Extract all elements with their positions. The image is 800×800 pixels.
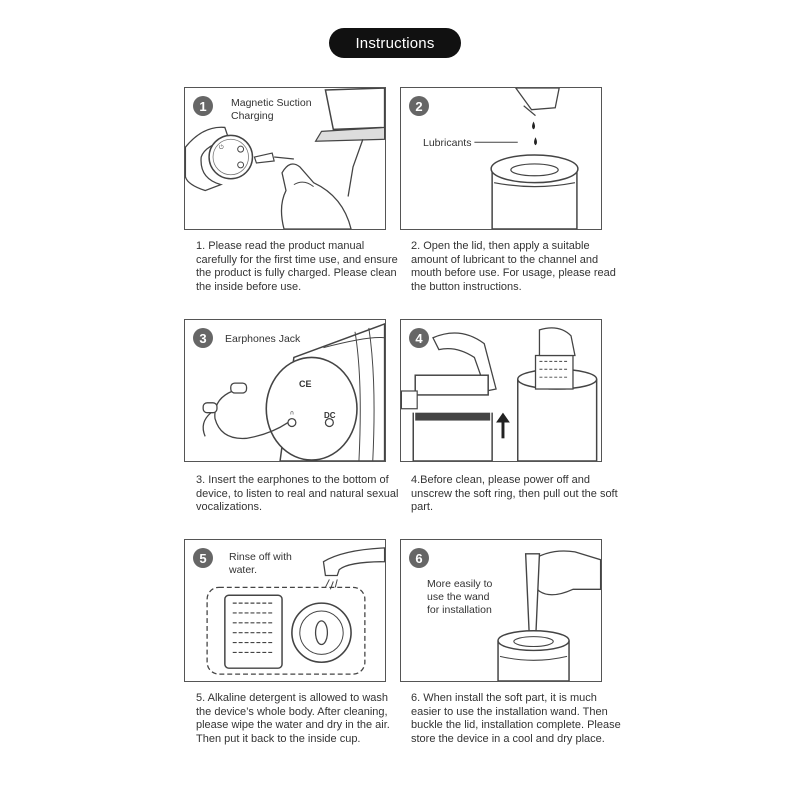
ce-mark: CE bbox=[299, 379, 312, 389]
step-3-caption: 3. Insert the earphones to the bottom of… bbox=[196, 474, 399, 513]
step-5-panel: 5 Rinse off with water. bbox=[184, 539, 386, 682]
rinse-illustration bbox=[206, 547, 385, 675]
dc-mark: DC bbox=[324, 411, 336, 420]
disassembly-illustration bbox=[401, 327, 598, 461]
step-6-caption: 6. When install the soft part, it is muc… bbox=[411, 692, 621, 745]
step-2-caption: 2. Open the lid, then apply a suitable a… bbox=[411, 240, 616, 293]
svg-text:⏻: ⏻ bbox=[219, 144, 224, 151]
step-1-caption: 1. Please read the product manual carefu… bbox=[196, 240, 398, 293]
step-1-label: Magnetic Suction Charging bbox=[231, 97, 312, 122]
step-5-number: 5 bbox=[193, 548, 213, 568]
step-6-label: More easily to use the wand for installa… bbox=[427, 578, 493, 616]
step-5-label: Rinse off with water. bbox=[229, 551, 292, 576]
step-1-number: 1 bbox=[193, 96, 213, 116]
step-4-caption: 4.Before clean, please power off and uns… bbox=[411, 474, 618, 513]
step-3-panel: ∩ 3 Earphones Jack CE DC bbox=[184, 319, 386, 462]
step-4-panel: 4 bbox=[400, 319, 602, 462]
step-2-label: Lubricants bbox=[423, 137, 472, 149]
step-4-number: 4 bbox=[409, 328, 429, 348]
step-6-panel: 6 More easily to use the wand for instal… bbox=[400, 539, 602, 682]
step-2-number: 2 bbox=[409, 96, 429, 116]
charging-illustration: ⏻ bbox=[185, 88, 385, 229]
step-5-caption: 5. Alkaline detergent is allowed to wash… bbox=[196, 692, 390, 745]
step-1-panel: ⏻ 1 Magnetic Suction Charging bbox=[184, 87, 386, 230]
svg-text:∩: ∩ bbox=[290, 411, 294, 417]
step-3-label: Earphones Jack bbox=[225, 333, 301, 345]
instructions-title: Instructions bbox=[329, 28, 461, 58]
wand-illustration bbox=[497, 550, 601, 681]
lubricant-illustration bbox=[474, 88, 579, 229]
step-2-panel: 2 Lubricants bbox=[400, 87, 602, 230]
step-3-number: 3 bbox=[193, 328, 213, 348]
earphones-illustration: ∩ bbox=[202, 323, 385, 461]
step-6-number: 6 bbox=[409, 548, 429, 568]
